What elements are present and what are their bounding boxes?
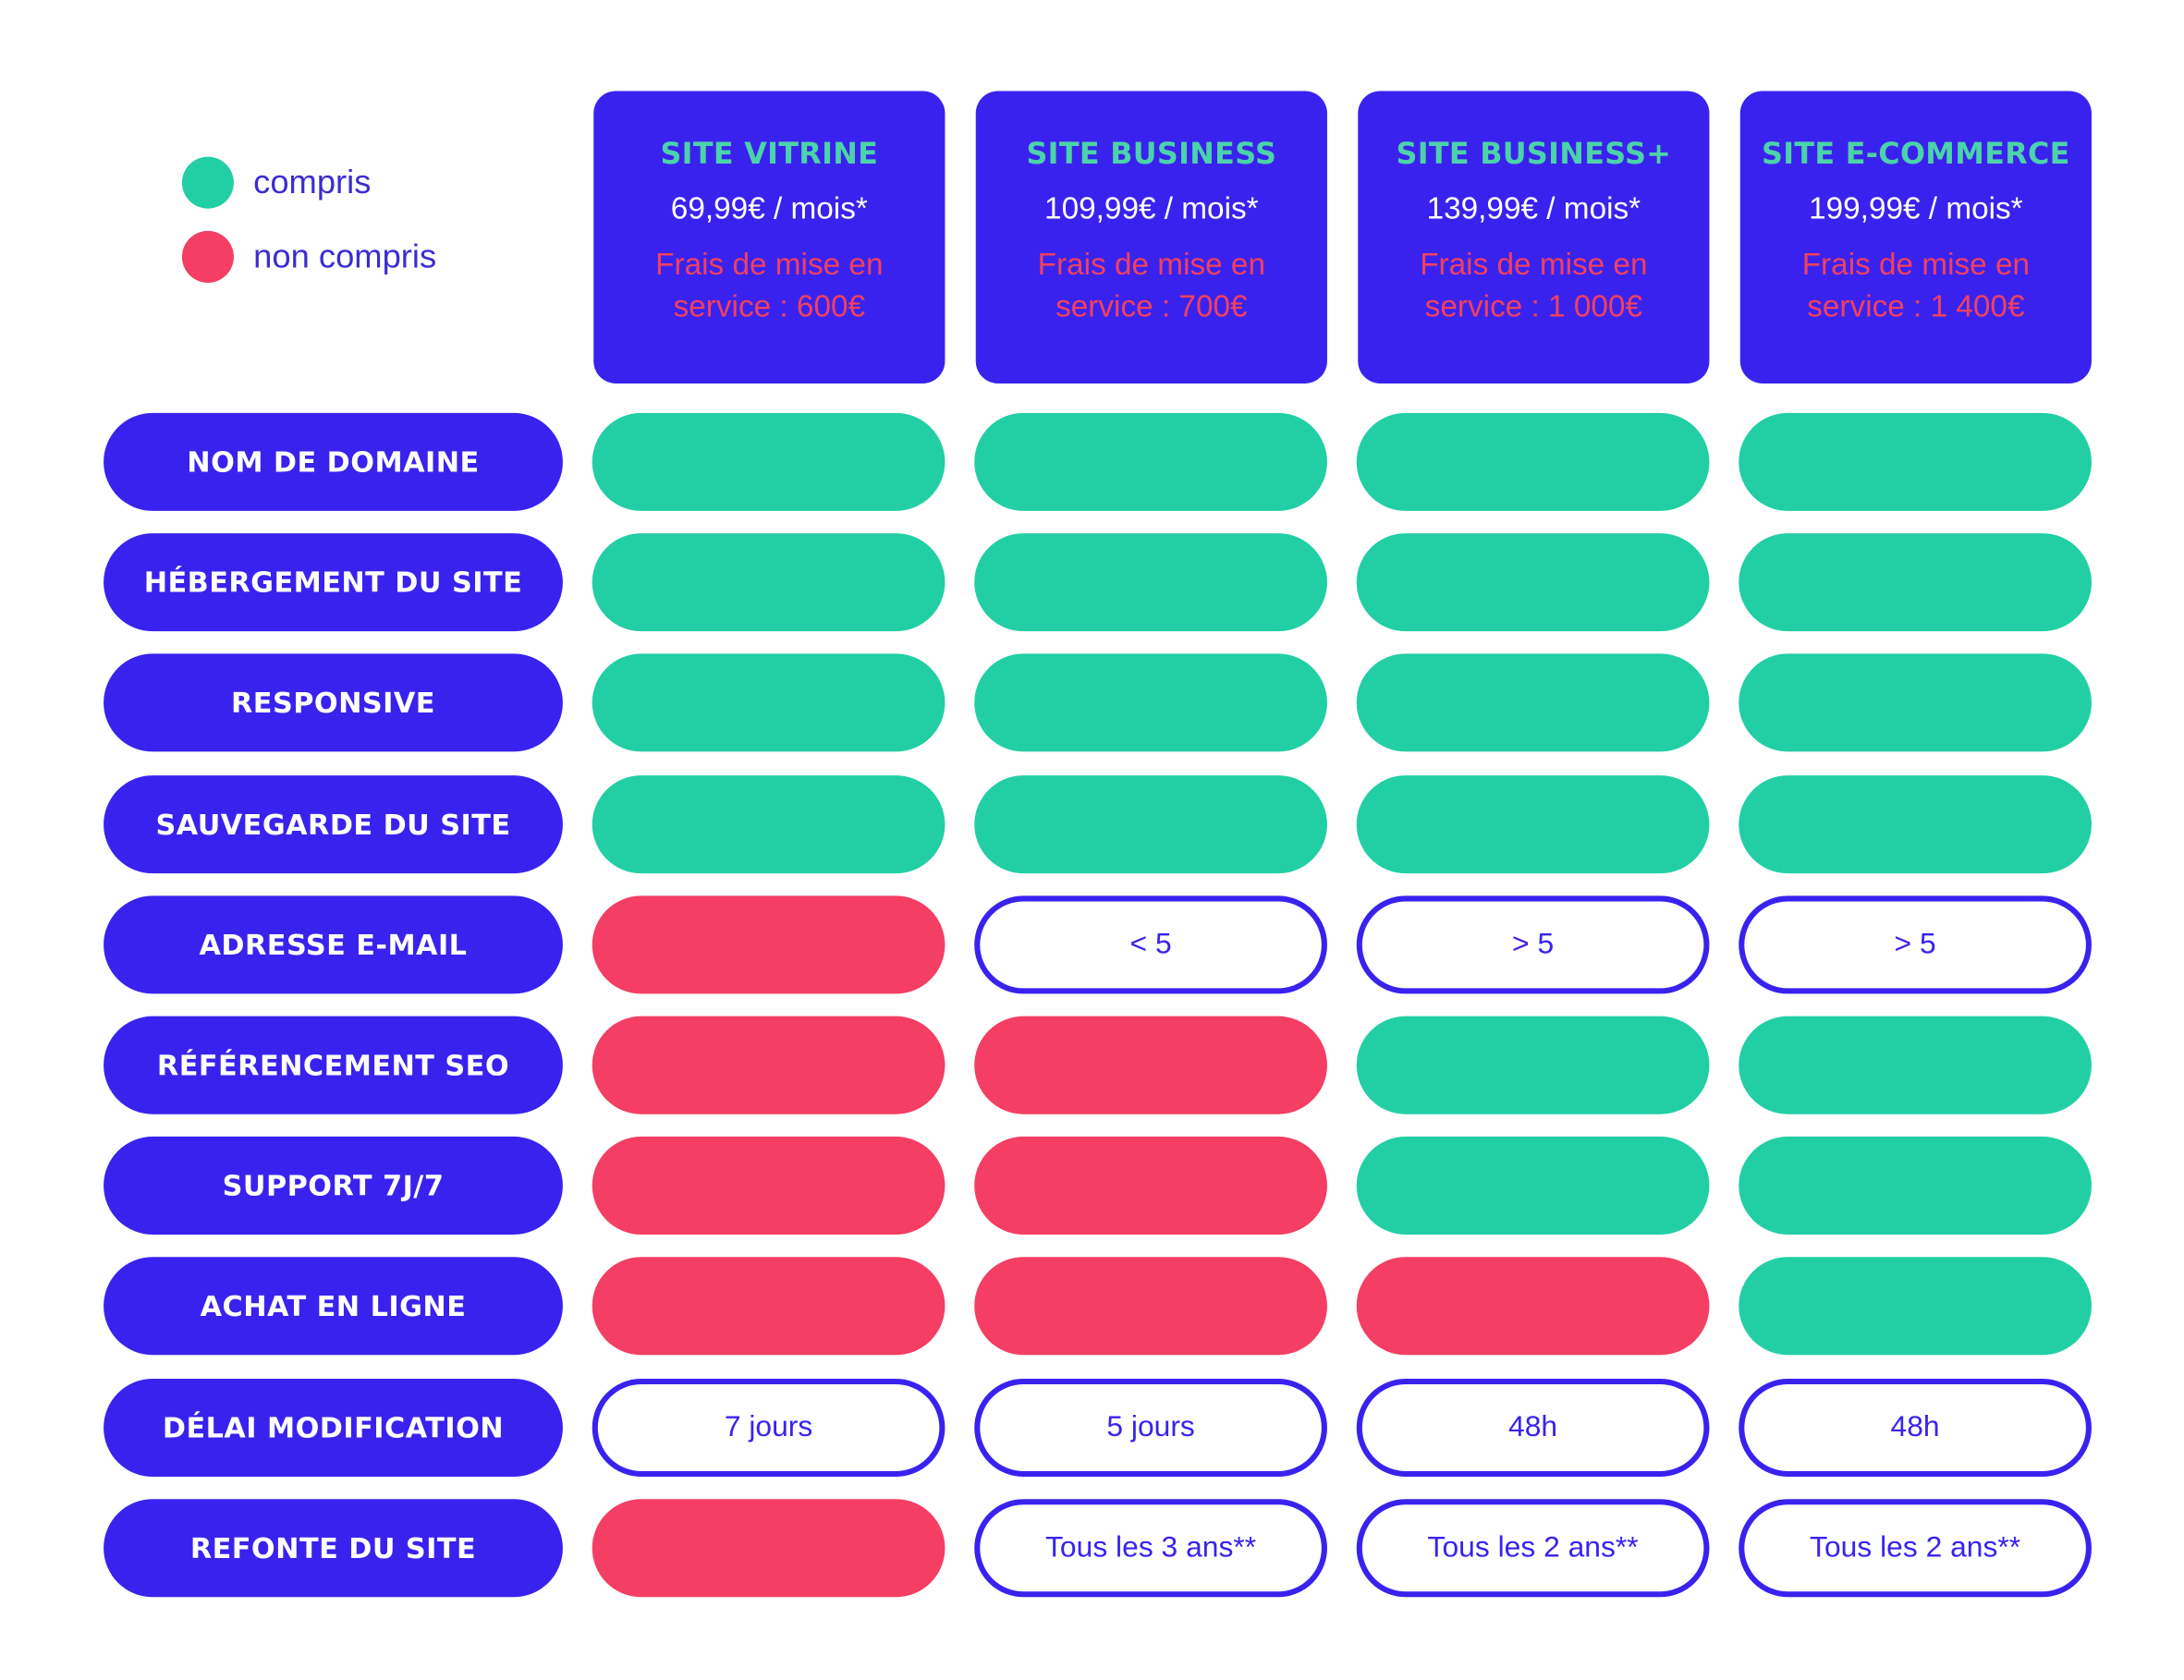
legend-item-included: compris xyxy=(181,156,372,209)
plan-header-business: SITE BUSINESS 109,99€ / mois* Frais de m… xyxy=(975,91,1327,384)
value-cell: < 5 xyxy=(974,895,1327,994)
included-cell xyxy=(974,533,1327,632)
value-cell: Tous les 2 ans** xyxy=(1739,1499,2092,1598)
not-included-dot-icon xyxy=(181,230,234,283)
not-included-cell xyxy=(1356,1257,1710,1356)
value-cell: 48h xyxy=(1739,1378,2092,1478)
included-cell xyxy=(1356,653,1710,752)
legend-label-included: compris xyxy=(253,163,372,201)
feature-label: SAUVEGARDE DU SITE xyxy=(104,775,563,874)
included-cell xyxy=(592,653,946,752)
not-included-cell xyxy=(592,1016,946,1114)
plan-name: SITE E-COMMERCE xyxy=(1762,137,2070,171)
included-cell xyxy=(1356,1136,1710,1235)
feature-label: SUPPORT 7J/7 xyxy=(104,1136,563,1235)
feature-label: ACHAT EN LIGNE xyxy=(104,1257,563,1356)
plan-price: 109,99€ / mois* xyxy=(1044,189,1259,225)
not-included-cell xyxy=(592,1499,946,1598)
feature-label: DÉLAI MODIFICATION xyxy=(104,1378,563,1478)
legend-label-not-included: non compris xyxy=(253,237,437,275)
included-cell xyxy=(1739,1257,2092,1356)
included-cell xyxy=(1356,412,1710,511)
plan-setup-fee: Frais de mise en service : 700€ xyxy=(1037,246,1266,323)
plan-price: 139,99€ / mois* xyxy=(1426,189,1641,225)
included-cell xyxy=(1356,533,1710,632)
feature-label: HÉBERGEMENT DU SITE xyxy=(104,533,563,632)
not-included-cell xyxy=(974,1136,1327,1235)
included-cell xyxy=(974,653,1327,752)
feature-label: ADRESSE E-MAIL xyxy=(104,895,563,994)
value-cell: > 5 xyxy=(1739,895,2092,994)
plan-price: 69,99€ / mois* xyxy=(670,189,868,225)
not-included-cell xyxy=(592,1257,946,1356)
value-cell: Tous les 3 ans** xyxy=(974,1499,1327,1598)
included-cell xyxy=(592,412,946,511)
included-cell xyxy=(1739,533,2092,632)
not-included-cell xyxy=(974,1257,1327,1356)
value-cell: Tous les 2 ans** xyxy=(1356,1499,1710,1598)
value-cell: 48h xyxy=(1356,1378,1710,1478)
included-cell xyxy=(592,775,946,874)
plan-header-business-plus: SITE BUSINESS+ 139,99€ / mois* Frais de … xyxy=(1358,91,1710,384)
included-cell xyxy=(1739,412,2092,511)
feature-label: NOM DE DOMAINE xyxy=(104,412,563,511)
not-included-cell xyxy=(592,1136,946,1235)
included-cell xyxy=(1356,775,1710,874)
included-cell xyxy=(1356,1016,1710,1114)
plan-name: SITE BUSINESS+ xyxy=(1396,137,1672,171)
included-cell xyxy=(974,775,1327,874)
included-cell xyxy=(1739,1016,2092,1114)
included-cell xyxy=(1739,1136,2092,1235)
plan-name: SITE BUSINESS xyxy=(1026,137,1277,171)
plan-setup-fee: Frais de mise en service : 1 000€ xyxy=(1420,246,1648,323)
plan-setup-fee: Frais de mise en service : 600€ xyxy=(655,246,884,323)
value-cell: 7 jours xyxy=(592,1378,946,1478)
plan-header-vitrine: SITE VITRINE 69,99€ / mois* Frais de mis… xyxy=(593,91,946,384)
plan-header-ecommerce: SITE E-COMMERCE 199,99€ / mois* Frais de… xyxy=(1739,91,2092,384)
feature-label: RÉFÉRENCEMENT SEO xyxy=(104,1016,563,1114)
plan-name: SITE VITRINE xyxy=(660,137,879,171)
legend-item-not-included: non compris xyxy=(181,230,437,283)
feature-label: REFONTE DU SITE xyxy=(104,1499,563,1598)
plan-setup-fee: Frais de mise en service : 1 400€ xyxy=(1801,246,2031,323)
not-included-cell xyxy=(592,895,946,994)
feature-label: RESPONSIVE xyxy=(104,653,563,752)
value-cell: > 5 xyxy=(1356,895,1710,994)
included-cell xyxy=(592,533,946,632)
included-cell xyxy=(1739,653,2092,752)
not-included-cell xyxy=(974,1016,1327,1114)
value-cell: 5 jours xyxy=(974,1378,1327,1478)
plan-price: 199,99€ / mois* xyxy=(1809,189,2023,225)
included-cell xyxy=(1739,775,2092,874)
included-cell xyxy=(974,412,1327,511)
included-dot-icon xyxy=(181,156,234,209)
